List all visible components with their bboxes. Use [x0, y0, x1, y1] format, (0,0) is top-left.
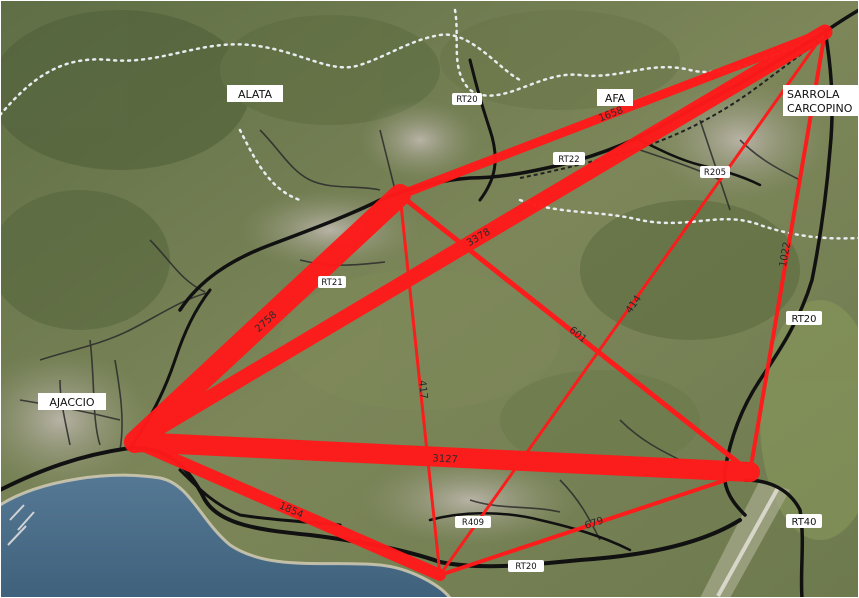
flow-ajaccio-mid: [124, 184, 411, 453]
road-label-r409: R409: [462, 518, 484, 528]
flow-ajaccio-south: [125, 432, 760, 482]
harbor-piers: [7, 504, 35, 546]
road-label-rt20-north: RT20: [456, 95, 477, 105]
road-label-rt21: RT21: [321, 278, 342, 288]
place-ajaccio: AJACCIO: [49, 396, 95, 409]
place-alata: ALATA: [238, 88, 272, 101]
place-sarrola-line2: CARCOPINO: [787, 102, 853, 115]
place-sarrola-line1: SARROLA: [787, 88, 840, 101]
flow-mid-sarrola: [395, 27, 830, 200]
road-label-rt22: RT22: [558, 155, 579, 165]
road-south-loop: [428, 511, 632, 552]
sea: [0, 475, 450, 598]
flow-coast-sarrola: [438, 30, 827, 577]
railway: [519, 39, 821, 179]
road-rt20-north: [468, 58, 497, 202]
road-label-rt20-south: RT20: [515, 562, 536, 572]
flow-coast-east: [438, 470, 752, 577]
flow-mid-coast: [398, 193, 442, 577]
road-label-r205: R205: [704, 168, 726, 178]
road-rt40: [743, 478, 805, 598]
shoreline: [0, 473, 452, 598]
flow-label-east-sarrola: 1022: [778, 241, 793, 268]
road-label-rt20: RT20: [791, 314, 816, 325]
flow-mid-east: [397, 192, 753, 475]
flow-label-ajaccio-south: 3127: [432, 453, 458, 465]
place-labels: ALATA AFA SARROLA CARCOPINO AJACCIO: [38, 85, 859, 410]
flow-ajaccio-sarrola: [127, 24, 833, 450]
airport-runway: [700, 480, 790, 598]
road-labels: RT22 RT20 RT40 RT21 R409 RT20 RT20 R205: [318, 93, 822, 572]
road-label-rt40: RT40: [791, 517, 816, 528]
flow-ajaccio-coast: [129, 436, 446, 581]
road-zone-east: [638, 138, 762, 187]
flow-lines: [124, 24, 833, 581]
place-afa: AFA: [605, 92, 626, 105]
flow-label-mid-coast: 417: [416, 380, 429, 400]
